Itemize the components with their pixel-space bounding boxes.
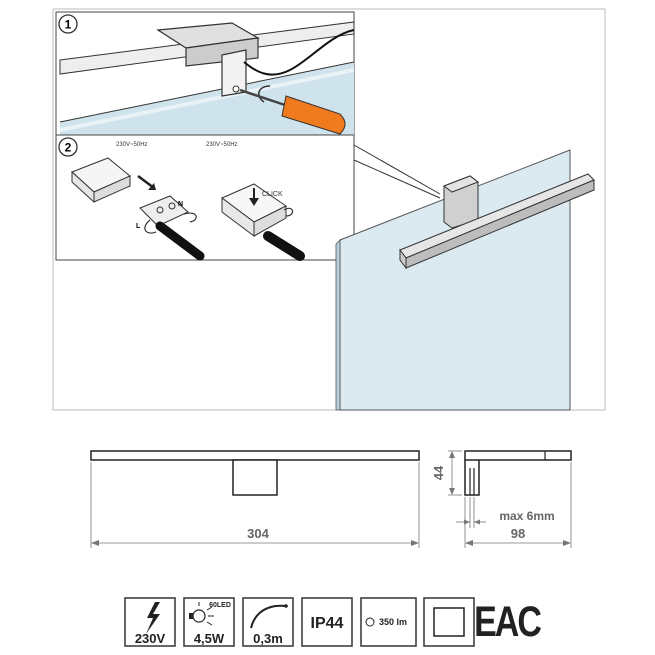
- cable-icon: [250, 604, 287, 629]
- front-view-drawing: 304: [90, 450, 420, 548]
- voltage-label-right: 230V~50Hz: [206, 142, 238, 148]
- power-spec: 60LED 4,5W: [183, 597, 235, 647]
- step-2-panel: 2 230V~50Hz 230V~50Hz L N CLICK: [55, 134, 355, 261]
- certification-label: EAC: [474, 599, 541, 646]
- step-1-panel: 1: [55, 11, 355, 136]
- dimension-depth: 98: [511, 526, 525, 541]
- cable-spec: 0,3m: [242, 597, 294, 647]
- light-output-icon: [365, 617, 375, 627]
- double-insulation-icon: [433, 607, 465, 637]
- dimension-length: 304: [247, 526, 269, 541]
- side-view-drawing: 44 max 6mm 98: [431, 450, 572, 548]
- voltage-label: 230V: [135, 631, 166, 646]
- voltage-spec: 230V: [124, 597, 176, 647]
- terminal-l: L: [136, 223, 141, 230]
- lamp-side-bar: [464, 450, 572, 461]
- step-1-number: 1: [65, 18, 72, 32]
- spec-icons: 230V 60LED 4,5W 0,3m IP44: [124, 597, 543, 647]
- lamp-front-bar: [90, 450, 420, 461]
- cable-label: 0,3m: [253, 631, 283, 646]
- ip-rating-label: IP44: [311, 615, 344, 632]
- mounted-lamp-illustration: [335, 144, 595, 411]
- screwdriver-handle: [281, 95, 346, 135]
- click-label: CLICK: [262, 191, 283, 198]
- lumen-label: 350 lm: [379, 617, 407, 627]
- dimension-height: 44: [431, 465, 446, 480]
- led-count-label: 60LED: [209, 602, 231, 609]
- lamp-side-clamp: [464, 460, 480, 496]
- insulation-spec: [423, 597, 475, 647]
- ip-rating-spec: IP44: [301, 597, 353, 647]
- terminal-n: N: [178, 201, 183, 208]
- lumen-spec: 350 lm: [360, 597, 417, 647]
- power-label: 4,5W: [194, 631, 225, 646]
- eac-mark: EAC: [474, 599, 543, 646]
- step-2-number: 2: [65, 141, 72, 155]
- lightning-icon: [146, 602, 160, 634]
- dimension-max-thickness: max 6mm: [499, 509, 554, 523]
- bulb-icon: [189, 602, 214, 626]
- lamp-front-mount: [232, 459, 278, 496]
- voltage-label-left: 230V~50Hz: [116, 142, 148, 148]
